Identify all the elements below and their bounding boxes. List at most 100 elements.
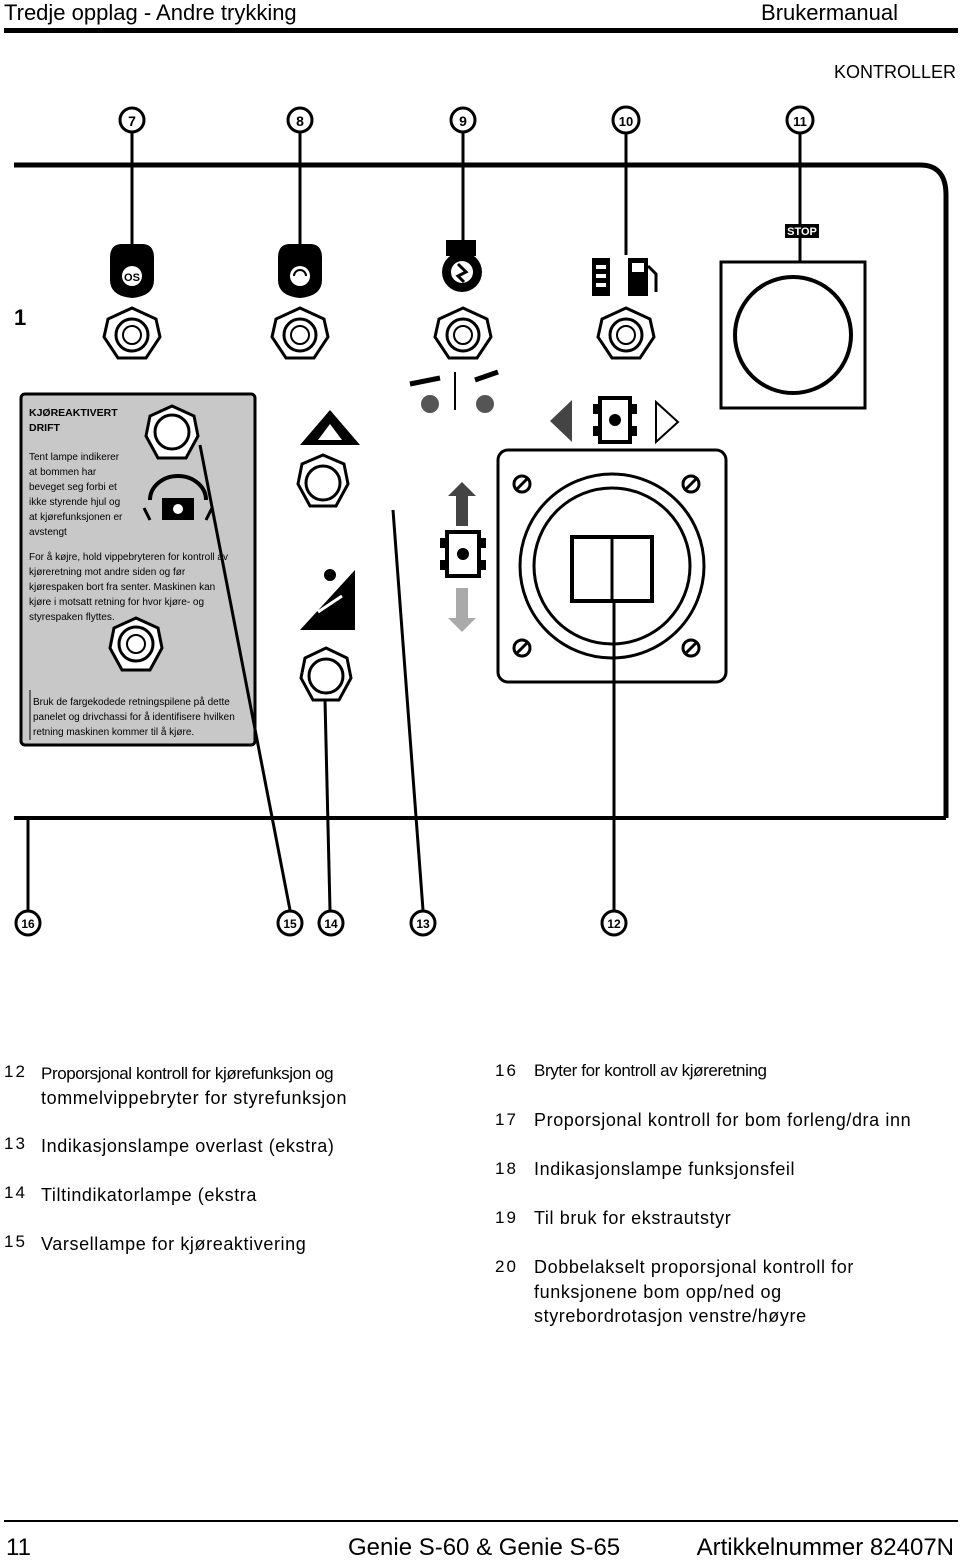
decal-para-1: Tent lampe indikerer at bommen har beveg… (29, 452, 123, 538)
header-title: Tredje opplag - Andre trykking (4, 0, 297, 25)
legend-item-15: Varsellampe for kjøreaktivering (41, 1234, 307, 1254)
svg-text:styrespaken flyttes.: styrespaken flyttes. (29, 612, 115, 623)
section-title: KONTROLLER (833, 62, 956, 82)
svg-text:14: 14 (324, 917, 338, 931)
legend-num: 19 (495, 1208, 518, 1227)
stop-label-plate (785, 224, 819, 238)
callout-14: 14 (317, 909, 345, 937)
up-arrow-icon (448, 482, 476, 526)
battery-fuel-icon (592, 258, 658, 296)
tilt-lamp (299, 646, 353, 702)
decal-para-3: Bruk de fargekodede retningspilene på de… (33, 696, 235, 738)
legend-line: Dobbelakselt proporsjonal kontroll for (534, 1257, 854, 1277)
overload-lamp (296, 453, 350, 508)
svg-text:10: 10 (619, 114, 633, 129)
svg-text:15: 15 (283, 917, 297, 931)
legend-num: 14 (4, 1183, 27, 1202)
footer-rule (4, 1520, 958, 1522)
legend-num: 16 (495, 1061, 518, 1080)
callout-11: 11 (785, 105, 815, 262)
lamp-icon-7: OS (110, 244, 154, 298)
chassis-icon (440, 530, 486, 578)
footer-article-number: Artikkelnummer 82407N (696, 1534, 954, 1561)
page-number: 11 (6, 1534, 31, 1561)
legend-item-19: Til bruk for ekstrautstyr (534, 1208, 732, 1228)
dual-axis-joystick[interactable] (496, 448, 728, 684)
svg-text:panelet og drivchassi for å id: panelet og drivchassi for å identifisere… (33, 711, 235, 723)
leader-lines (26, 444, 616, 911)
left-arrow-icon (550, 400, 572, 442)
panel-number: 1 (14, 305, 26, 330)
svg-text:11: 11 (793, 114, 807, 129)
decal-para-2: For å køjre, hold vippebryteren for kont… (29, 551, 228, 623)
footer-model: Genie S-60 & Genie S-65 (348, 1534, 621, 1561)
drive-enable-icon (142, 474, 214, 521)
callout-7: 7 (118, 106, 146, 245)
toggle-switch-nut[interactable] (596, 306, 656, 360)
down-arrow-icon (448, 588, 476, 632)
drive-enable-decal: KJØREAKTIVERT DRIFT Tent lampe indikerer… (19, 392, 257, 747)
svg-text:12: 12 (607, 917, 621, 931)
chassis-icon (593, 396, 637, 444)
boom-extend-retract-icon (409, 369, 499, 413)
emergency-stop-button[interactable] (719, 260, 867, 410)
svg-text:avstengt: avstengt (29, 527, 67, 538)
tilt-indicator-icon (300, 569, 355, 630)
toggle-switch-nut[interactable] (433, 306, 493, 360)
header-rule (4, 28, 958, 33)
legend-item-20: Dobbelakselt proporsjonal kontroll for f… (534, 1255, 854, 1329)
svg-text:7: 7 (128, 113, 136, 129)
svg-text:Tent lampe indikerer: Tent lampe indikerer (29, 452, 120, 463)
legend-item-13: Indikasjonslampe overlast (ekstra) (41, 1136, 335, 1156)
svg-text:OS: OS (124, 272, 140, 284)
legend-line: funksjonene bom opp/ned og (534, 1281, 782, 1302)
svg-text:13: 13 (416, 917, 430, 931)
callout-10: 10 (611, 105, 641, 255)
legend-line: Proporsjonal kontroll for kjørefunksjon … (41, 1064, 334, 1083)
legend-num: 17 (495, 1110, 518, 1129)
legend-num: 20 (495, 1257, 518, 1276)
legend-item-14: Tiltindikatorlampe (ekstra (41, 1185, 257, 1205)
tilt-warning-icon (300, 410, 360, 445)
stop-label: STOP (787, 226, 817, 238)
control-panel-diagram: 7 8 9 10 11 1 OS (14, 105, 949, 937)
callout-15: 15 (276, 909, 304, 937)
callout-12: 12 (600, 909, 628, 937)
decal-title-1: KJØREAKTIVERT (29, 407, 118, 419)
callout-8: 8 (286, 106, 314, 245)
legend-num: 15 (4, 1232, 27, 1251)
legend-item-12: Proporsjonal kontroll for kjørefunksjon … (41, 1062, 334, 1087)
drive-direction-toggle[interactable] (108, 616, 164, 672)
svg-text:at bommen har: at bommen har (29, 467, 97, 478)
svg-text:16: 16 (21, 917, 35, 931)
svg-text:kjøreretning mot andre siden o: kjøreretning mot andre siden og før (29, 567, 186, 578)
legend-line: styrebordrotasjon venstre/høyre (534, 1306, 807, 1326)
header-doc-type: Brukermanual (761, 0, 898, 25)
right-arrow-icon (655, 399, 680, 445)
callout-9: 9 (449, 106, 477, 245)
legend-num: 18 (495, 1159, 518, 1178)
svg-text:8: 8 (296, 113, 304, 129)
legend-item-18: Indikasjonslampe funksjonsfeil (534, 1159, 796, 1179)
svg-text:kjøre i motsatt retning for hv: kjøre i motsatt retning for hvor kjøre- … (29, 597, 204, 608)
decal-title-2: DRIFT (29, 422, 60, 434)
svg-text:Bruk de fargekodede retningspi: Bruk de fargekodede retningspilene på de… (33, 696, 230, 708)
legend-num: 12 (4, 1062, 27, 1081)
legend-num: 13 (4, 1134, 27, 1153)
svg-text:retning maskinen kommer til å: retning maskinen kommer til å kjøre. (33, 726, 194, 738)
panel-outline (14, 162, 949, 818)
lamp-icon-9 (442, 240, 482, 292)
lamp-icon-8 (278, 244, 322, 298)
svg-text:For å køjre, hold vippebrytere: For å køjre, hold vippebryteren for kont… (29, 551, 228, 563)
legend-item-12-cont: tommelvippebryter for styrefunksjon (41, 1088, 348, 1108)
callout-16: 16 (14, 909, 42, 937)
svg-text:ikke styrende hjul og: ikke styrende hjul og (29, 497, 120, 508)
toggle-switch-nut[interactable] (270, 306, 330, 360)
drive-enable-lamp (144, 404, 200, 460)
svg-text:beveget seg forbi et: beveget seg forbi et (29, 482, 117, 493)
svg-text:9: 9 (459, 113, 467, 129)
callout-13: 13 (409, 909, 437, 937)
svg-text:at kjørefunksjonen er: at kjørefunksjonen er (29, 512, 123, 523)
toggle-switch-nut[interactable] (102, 306, 162, 360)
legend-item-16: Bryter for kontroll av kjøreretning (534, 1061, 767, 1080)
